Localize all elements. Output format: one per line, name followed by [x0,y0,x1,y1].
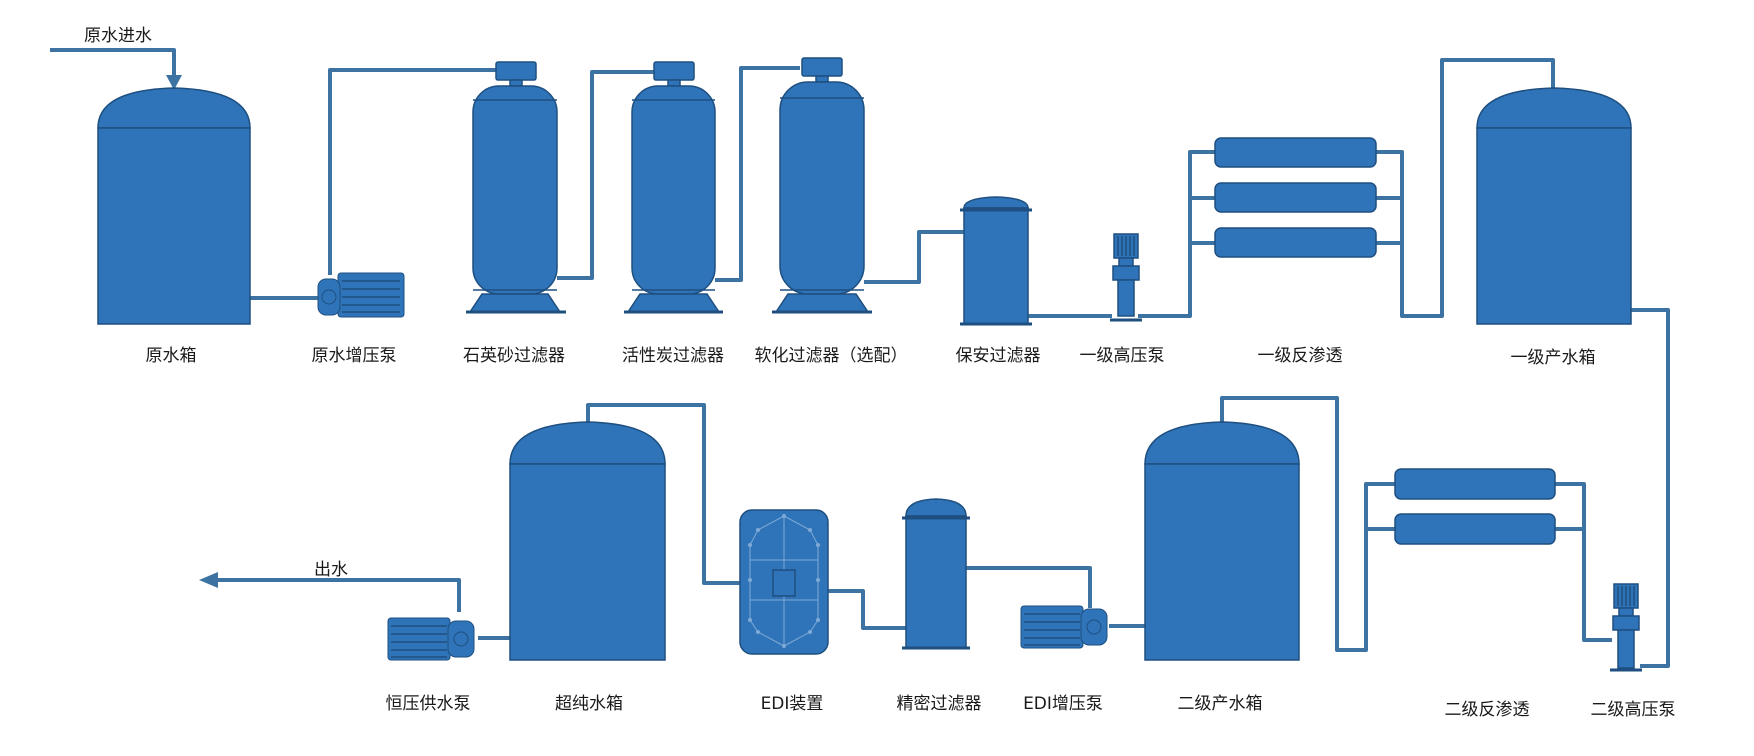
secondary-product-tank [1144,421,1300,661]
edi-device [739,509,829,655]
label-raw-water-tank: 原水箱 [146,346,197,366]
raw-water-booster-pump-icon [317,272,405,318]
constant-pressure-pump-icon [387,617,475,661]
raw-water-tank [97,87,251,325]
secondary-high-pressure-pump-icon [1610,583,1642,672]
label-precision-filter: 精密过滤器 [897,694,982,714]
softening-filter [772,57,872,314]
label-edi-device: EDI装置 [761,694,824,714]
ultrapure-water-tank [509,421,666,661]
secondary-ro-membranes [1394,468,1556,545]
label-activated-carbon-filter: 活性炭过滤器 [622,346,724,366]
label-primary-high-pressure-pump: 一级高压泵 [1080,346,1165,366]
primary-high-pressure-pump-icon [1110,233,1142,322]
pipe-soft-to-security [864,230,964,284]
security-filter [960,196,1032,326]
pipe-precision-to-edi [828,589,906,630]
label-edi-booster-pump: EDI增压泵 [1023,694,1103,714]
primary-ro-membranes [1214,137,1377,258]
label-quartz-sand-filter: 石英砂过滤器 [463,346,565,366]
outlet-arrow-icon [199,572,218,588]
labels: 原水进水 原水箱 原水增压泵 石英砂过滤器 活性炭过滤器 软化过滤器（选配） 保… [84,26,1676,720]
label-secondary-high-pressure-pump: 二级高压泵 [1591,700,1676,720]
label-primary-reverse-osmosis: 一级反渗透 [1258,346,1343,366]
label-ultrapure-tank: 超纯水箱 [555,694,623,714]
label-security-filter: 保安过滤器 [956,346,1041,366]
pipe-ro1-inlet-header [1138,150,1215,318]
label-secondary-product-tank: 二级产水箱 [1178,694,1263,714]
pipe-pump1-to-quartz [328,68,498,275]
label-softening-filter: 软化过滤器（选配） [755,346,908,366]
label-secondary-reverse-osmosis: 二级反渗透 [1445,700,1530,720]
pipe-raw-inlet [50,48,176,78]
pipe-ro2-to-tank2 [1220,396,1395,652]
label-primary-product-tank: 一级产水箱 [1511,348,1596,368]
pipe-ro1-outlet-header [1376,58,1555,318]
inlet-arrow-icon [166,75,182,90]
pipe-quartz-to-carbon [557,70,656,280]
label-water-out: 出水 [314,560,348,580]
label-constant-pressure-pump: 恒压供水泵 [386,694,471,714]
label-raw-water-in: 原水进水 [84,26,152,46]
pipe-hp2-to-ro2 [1555,482,1612,642]
pipes [50,48,1670,668]
edi-booster-pump-icon [1020,605,1108,649]
quartz-sand-filter [466,61,566,314]
precision-filter [902,498,970,650]
label-raw-water-booster-pump: 原水增压泵 [312,346,397,366]
activated-carbon-filter [624,61,723,314]
pipe-edipump-to-precision [966,566,1092,608]
pipe-cpump-outlet [210,578,461,612]
pipe-edi-to-ultrapure [586,403,740,585]
primary-product-tank [1476,87,1632,325]
pipe-tank-primary-to-hp2 [1631,308,1670,668]
pipe-carbon-to-soft [715,66,800,282]
